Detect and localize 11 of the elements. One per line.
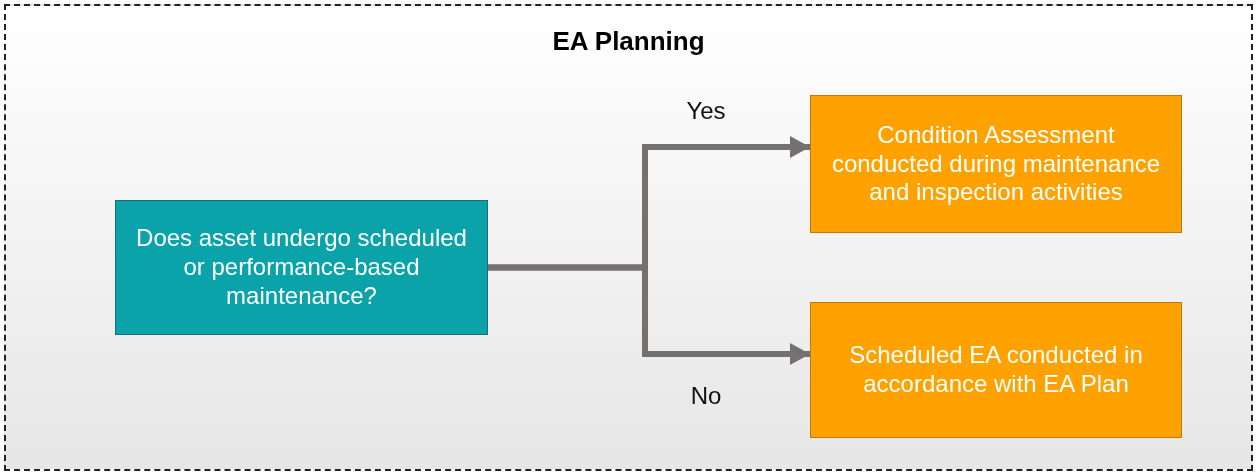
edge-label: Yes [686, 97, 726, 125]
group-title: EA Planning [552, 26, 705, 57]
process-box [810, 95, 1182, 233]
process-text: Condition Assessment conducted during maintenance and inspection activities [830, 120, 1162, 208]
question-text: Does asset undergo scheduled or performance-based maintenance? [135, 224, 468, 311]
decision-box [115, 200, 488, 335]
dashed-group-box [4, 4, 1253, 471]
edge-label: No [690, 382, 722, 410]
process-text: Scheduled EA conducted in accordance with EA Plan [848, 341, 1144, 399]
process-box [810, 302, 1182, 438]
connector-arrow [488, 264, 810, 365]
